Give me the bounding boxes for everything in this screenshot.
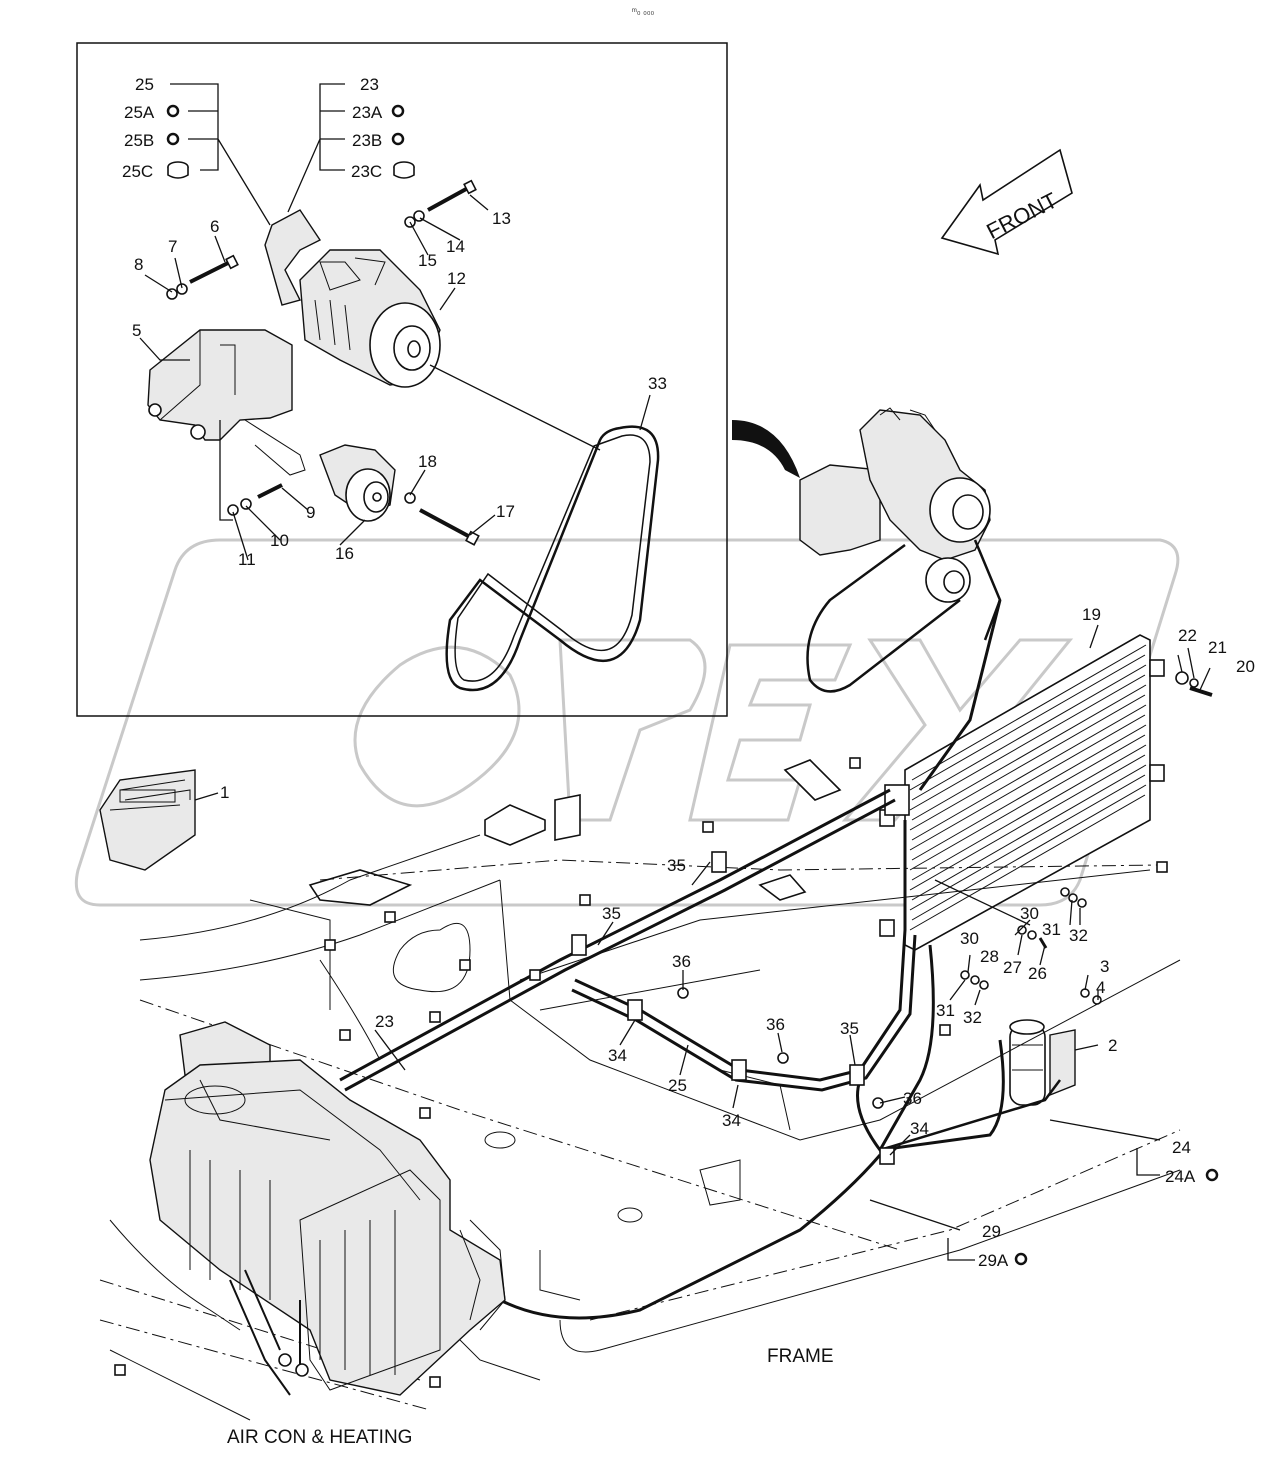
header-code: ᵐ₀ ₀₀₀: [632, 6, 655, 16]
label-18: 18: [418, 452, 437, 471]
hose-clamps: [571, 851, 895, 1165]
label-31b: 31: [936, 1001, 955, 1020]
bolt-20-washers: [1175, 671, 1213, 697]
label-36c: 36: [903, 1089, 922, 1108]
label-32b: 32: [963, 1008, 982, 1027]
label-35c: 35: [840, 1019, 859, 1038]
front-arrow: FRONT: [940, 148, 1073, 256]
label-25c: 25C: [122, 162, 153, 181]
label-34b: 34: [722, 1111, 741, 1130]
label-36a: 36: [672, 952, 691, 971]
label-19: 19: [1082, 605, 1101, 624]
label-12: 12: [447, 269, 466, 288]
label-34a: 34: [608, 1046, 627, 1065]
tension-pulley-illustration: [319, 444, 396, 522]
inset-leader-lines: [139, 83, 651, 561]
label-26: 26: [1028, 964, 1047, 983]
detail-callout-arrow: [732, 420, 800, 478]
label-23b: 23B: [352, 131, 382, 150]
label-2: 2: [1108, 1036, 1117, 1055]
v-belt-illustration: [445, 425, 660, 692]
label-23c: 23C: [351, 162, 382, 181]
bolt-6-washers: [166, 254, 239, 300]
label-30b: 30: [960, 929, 979, 948]
installed-compressor-illustration: [799, 407, 1002, 693]
ac-hoses: [339, 599, 1061, 1320]
label-34c: 34: [910, 1119, 929, 1138]
label-6: 6: [210, 217, 219, 236]
main-leader-lines: [194, 624, 1211, 1261]
control-panel-illustration: [99, 769, 196, 871]
label-24a: 24A: [1165, 1167, 1196, 1186]
label-15: 15: [418, 251, 437, 270]
label-32a: 32: [1069, 926, 1088, 945]
label-23: 23: [360, 75, 379, 94]
label-11: 11: [238, 550, 256, 569]
label-5: 5: [132, 321, 141, 340]
label-10: 10: [270, 531, 289, 550]
label-36b: 36: [766, 1015, 785, 1034]
caption-aircon-heating: AIR CON & HEATING: [227, 1427, 412, 1448]
label-14: 14: [446, 237, 465, 256]
label-7: 7: [168, 237, 177, 256]
label-22: 22: [1178, 626, 1197, 645]
label-33: 33: [648, 374, 667, 393]
label-24: 24: [1172, 1138, 1191, 1157]
label-13: 13: [492, 209, 511, 228]
label-35a: 35: [667, 856, 686, 875]
compressor-bracket-illustration: [147, 329, 306, 476]
condenser-illustration: [879, 634, 1165, 951]
label-20: 20: [1236, 657, 1255, 676]
label-23-hose: 23: [375, 1012, 394, 1031]
detail-inset-frame: [76, 42, 728, 717]
label-3: 3: [1100, 957, 1109, 976]
label-23a: 23A: [352, 103, 383, 122]
label-1: 1: [220, 783, 229, 802]
label-29a: 29A: [978, 1251, 1009, 1270]
compressor-illustration: [264, 209, 441, 388]
label-35b: 35: [602, 904, 621, 923]
label-4: 4: [1096, 978, 1105, 997]
bolt-9-washers: [227, 483, 283, 516]
label-25a: 25A: [124, 103, 155, 122]
caption-frame: FRAME: [767, 1346, 834, 1367]
label-25b: 25B: [124, 131, 154, 150]
label-25-hose: 25: [668, 1076, 687, 1095]
bolt-13-washers: [404, 179, 477, 228]
label-9: 9: [306, 503, 315, 522]
label-16: 16: [335, 544, 354, 563]
label-27: 27: [1003, 958, 1022, 977]
receiver-drier-illustration: [1009, 1019, 1076, 1106]
seal-symbols: [166, 104, 1219, 1266]
label-29: 29: [982, 1222, 1001, 1241]
label-25: 25: [135, 75, 154, 94]
label-31a: 31: [1042, 920, 1061, 939]
hvac-unit-illustration: [149, 1021, 506, 1396]
frame-hardware: [114, 757, 1168, 1388]
label-30a: 30: [1020, 904, 1039, 923]
part-number-labels: 25 25A 25B 25C 23 23A 23B 23C 6 7 8 5 12…: [122, 75, 1255, 1270]
label-17: 17: [496, 502, 515, 521]
label-28: 28: [980, 947, 999, 966]
label-8: 8: [134, 255, 143, 274]
label-21: 21: [1208, 638, 1227, 657]
bolt-17-washer: [404, 492, 480, 546]
frame-brackets: [308, 759, 842, 906]
